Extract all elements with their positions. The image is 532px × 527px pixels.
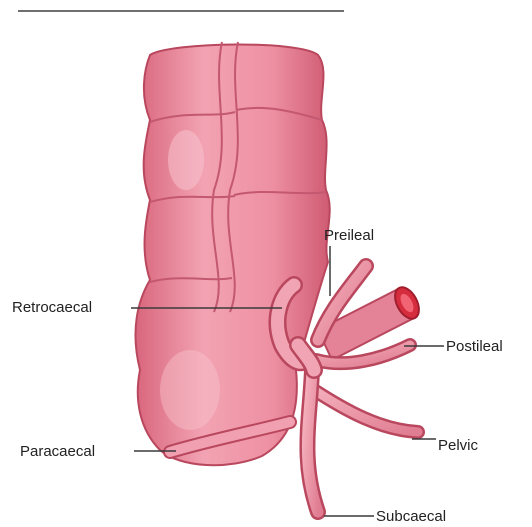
caecum-body	[135, 42, 329, 465]
label-retrocaecal: Retrocaecal	[12, 300, 92, 315]
label-paracaecal: Paracaecal	[20, 444, 95, 459]
label-subcaecal: Subcaecal	[376, 509, 446, 524]
label-pelvic: Pelvic	[438, 438, 478, 453]
label-preileal: Preileal	[324, 228, 374, 243]
label-postileal: Postileal	[446, 339, 503, 354]
